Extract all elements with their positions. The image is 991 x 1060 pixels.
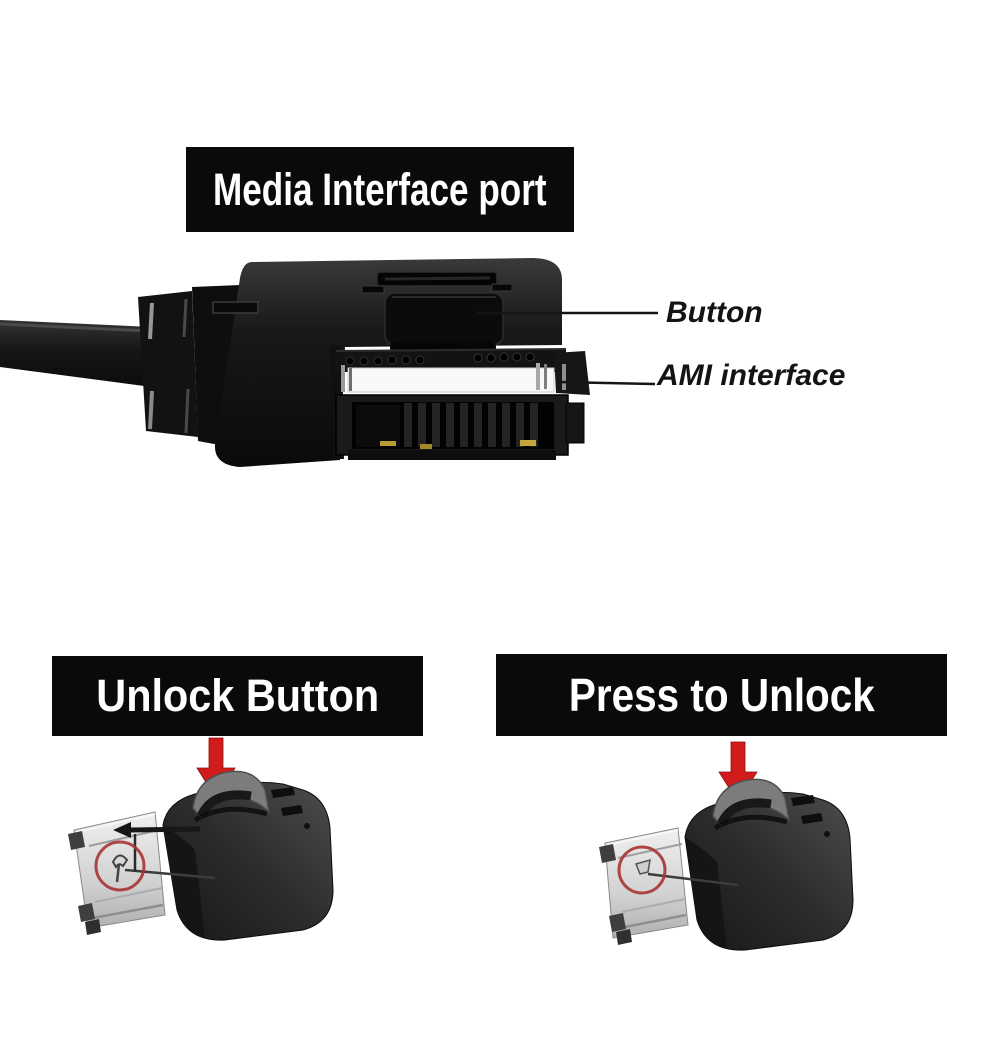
callout-button-label: Button [666,296,763,329]
press-to-unlock-label: Press to Unlock [496,654,947,736]
media-interface-port-label-text: Media Interface port [213,163,547,215]
gold-contact [520,440,536,446]
press-to-unlock-label-text: Press to Unlock [568,669,875,721]
unlock-button-label-text: Unlock Button [96,670,379,721]
callout-line-ami [557,380,656,386]
lock-pin [111,854,129,883]
moulding-mark-left [361,285,385,294]
main-connector-illustration [0,258,658,467]
connector-release-button [384,292,504,354]
connector-body [162,781,334,941]
unlock-button-label: Unlock Button [52,656,423,736]
red-circle-annotation [94,840,146,892]
callout-ami-interface-label: AMI interface [657,359,846,392]
ami-interface-gap [347,367,555,393]
moulding-mark-right [491,283,513,292]
ami-pin-block [335,394,585,460]
ami-plug [330,345,590,460]
black-arrow-left-icon [113,822,201,872]
ami-vent-holes [345,352,535,366]
press-connector-photo [599,778,854,951]
moulding-mark-side [212,301,259,314]
unlock-button-clip [712,778,791,831]
ami-dot-strip [336,350,566,372]
red-circle-annotation [617,845,667,895]
top-slot-inner [384,276,491,281]
lock-pin [634,858,651,875]
gold-contact [380,441,396,446]
unlock-button-clip [192,770,271,823]
gold-contact [420,444,432,449]
lock-pin-lever [124,868,216,880]
cable [0,320,152,387]
cable-highlight [0,322,151,333]
media-interface-port-label: Media Interface port [186,147,574,232]
unlock-connector-photo [68,770,334,941]
